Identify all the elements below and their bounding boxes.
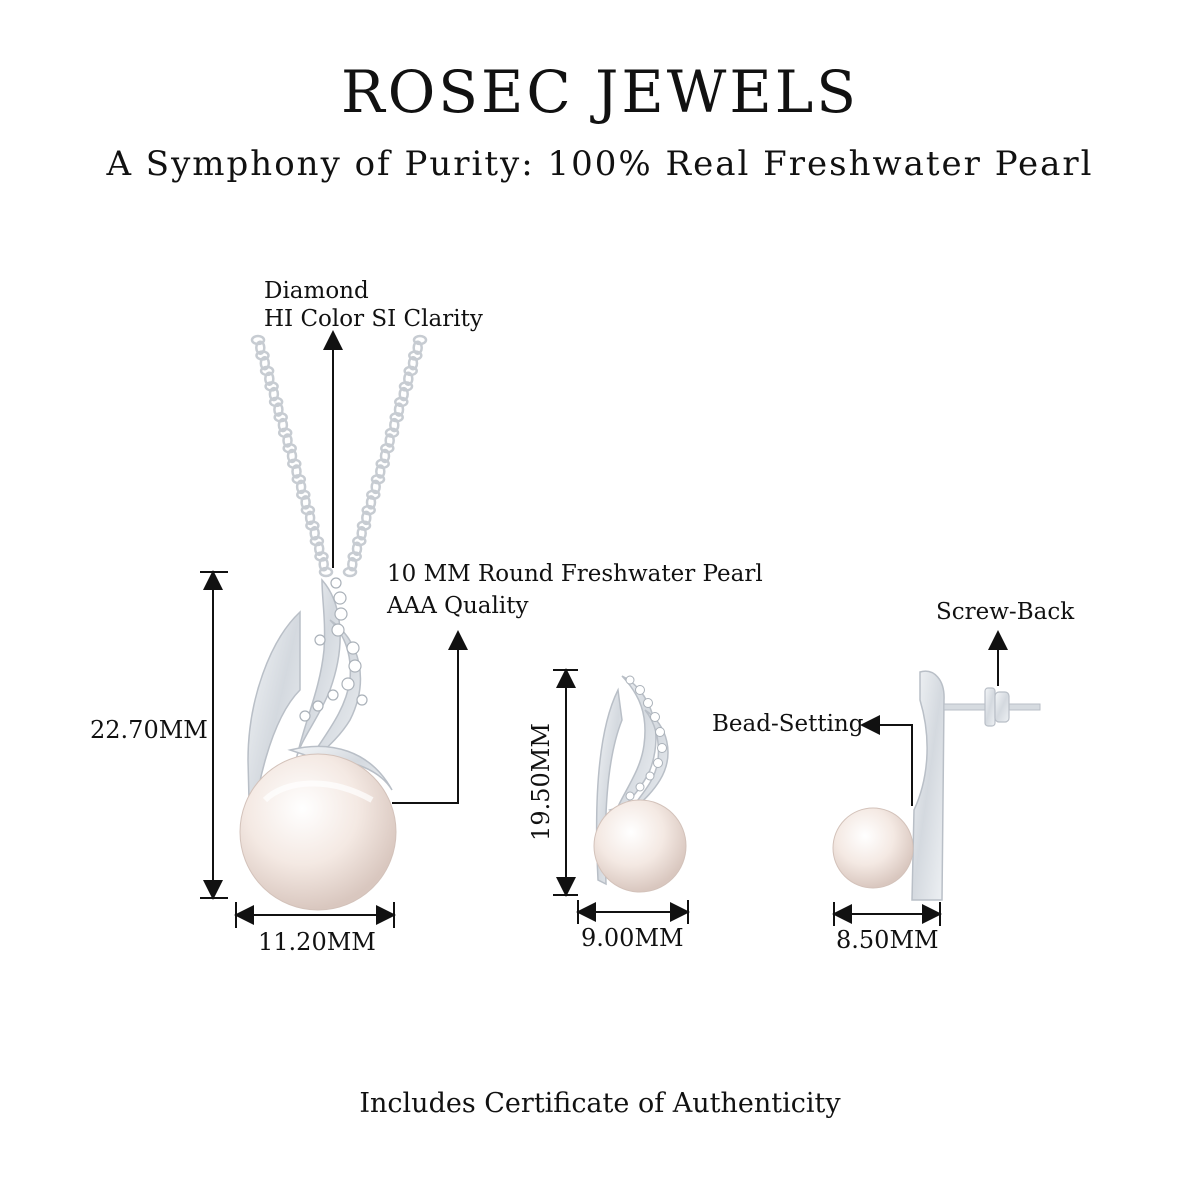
diamond-detail: HI Color SI Clarity bbox=[264, 306, 483, 332]
pearl-detail: AAA Quality bbox=[387, 593, 529, 619]
chain-link-right bbox=[375, 464, 386, 479]
earring-front-width-dim: 9.00MM bbox=[581, 924, 684, 952]
chain-link-left bbox=[295, 479, 307, 495]
chain-link-right bbox=[365, 495, 377, 510]
chain-link-left bbox=[318, 566, 334, 578]
chain-link-right bbox=[389, 417, 400, 433]
chain-link-right bbox=[361, 510, 372, 526]
chain-link-left bbox=[318, 557, 329, 572]
chain-link-left bbox=[300, 495, 311, 510]
diamond-label: Diamond bbox=[264, 278, 369, 304]
chain-link-left bbox=[286, 448, 298, 464]
chain-link-left bbox=[268, 386, 280, 402]
chain-link-right bbox=[393, 402, 405, 417]
chain-link-right bbox=[342, 566, 358, 578]
screw-back-label: Screw-Back bbox=[936, 599, 1075, 625]
earring-front bbox=[593, 675, 687, 893]
necklace-height-dim: 22.70MM bbox=[90, 716, 208, 744]
brand-title: ROSEC JEWELS bbox=[341, 58, 859, 126]
earring-side-width-dim: 8.50MM bbox=[836, 926, 939, 954]
tagline: A Symphony of Purity: 100% Real Freshwat… bbox=[106, 144, 1094, 184]
earring-side bbox=[832, 670, 1041, 901]
necklace-chain bbox=[250, 334, 428, 578]
certificate-note: Includes Certificate of Authenticity bbox=[359, 1088, 841, 1119]
chain-link-right bbox=[370, 479, 381, 495]
chain-link-left bbox=[291, 464, 302, 479]
chain-link-left bbox=[282, 433, 293, 448]
chain-link-right bbox=[403, 371, 414, 386]
chain-link-left bbox=[264, 371, 275, 386]
chain-link-left bbox=[255, 340, 266, 355]
necklace-width-dim: 11.20MM bbox=[258, 928, 376, 956]
chain-link-right bbox=[379, 448, 391, 464]
chain-link-left bbox=[304, 510, 316, 526]
chain-link-left bbox=[273, 402, 284, 417]
chain-link-left bbox=[277, 417, 289, 433]
pearl-label: 10 MM Round Freshwater Pearl bbox=[387, 561, 763, 587]
chain-link-right bbox=[412, 340, 423, 355]
chain-link-left bbox=[313, 541, 325, 557]
pendant bbox=[239, 577, 397, 911]
bead-setting-label: Bead-Setting bbox=[712, 711, 864, 737]
chain-link-right bbox=[347, 557, 358, 572]
chain-link-right bbox=[398, 386, 409, 402]
chain-link-left bbox=[309, 526, 320, 541]
chain-link-right bbox=[407, 355, 419, 371]
chain-link-right bbox=[356, 526, 367, 541]
chain-link-right bbox=[384, 433, 395, 448]
earring-height-dim: 19.50MM bbox=[527, 723, 555, 841]
chain-link-right bbox=[351, 541, 363, 557]
chain-link-left bbox=[259, 355, 271, 371]
